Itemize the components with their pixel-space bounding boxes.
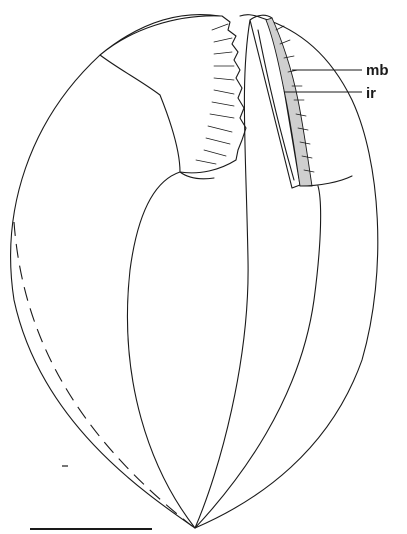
label-ir: ir	[366, 85, 376, 102]
inner-curve-left	[127, 172, 195, 528]
label-mb: mb	[366, 62, 389, 79]
shield-hatching	[196, 24, 234, 164]
inner-curve-middle	[195, 20, 250, 528]
outer-outline	[11, 15, 220, 528]
